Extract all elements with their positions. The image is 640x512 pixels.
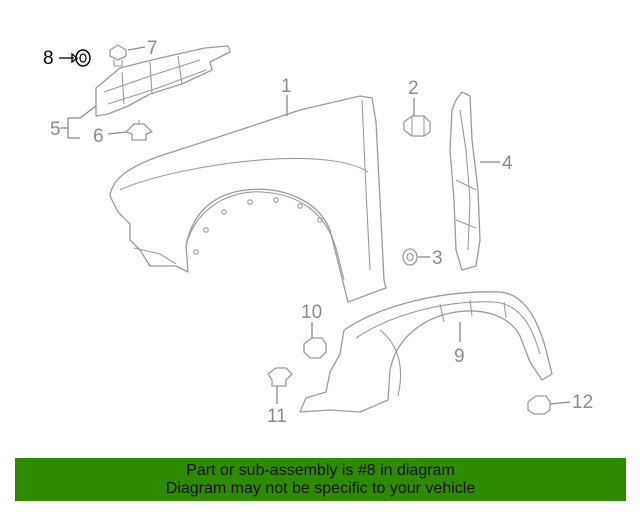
clip-11-part[interactable] (267, 367, 293, 387)
leader-lines (59, 46, 571, 405)
clip-7-part[interactable] (109, 44, 127, 67)
clip-12-part[interactable] (527, 395, 551, 415)
info-banner: Part or sub-assembly is #8 in diagram Di… (15, 458, 626, 501)
callout-12[interactable]: 12 (572, 392, 593, 413)
bolt-2-part[interactable] (403, 115, 431, 137)
callout-5[interactable]: 5 (50, 119, 61, 140)
fender-bracket-part[interactable] (95, 45, 231, 117)
fender-seal-part[interactable] (449, 91, 481, 271)
fender-part[interactable] (109, 95, 387, 303)
callout-6[interactable]: 6 (93, 126, 104, 147)
callout-8[interactable]: 8 (43, 48, 54, 69)
callout-2[interactable]: 2 (408, 78, 419, 99)
banner-line-part-number: Part or sub-assembly is #8 in diagram (186, 461, 455, 479)
callout-7[interactable]: 7 (147, 38, 158, 59)
banner-line-disclaimer: Diagram may not be specific to your vehi… (165, 479, 476, 497)
clip-6-part[interactable] (125, 120, 153, 141)
callout-4[interactable]: 4 (502, 153, 513, 174)
washer-3-part[interactable] (402, 248, 418, 266)
exploded-parts-diagram: 8 7 1 2 4 3 5 6 9 10 11 12 (43, 38, 593, 427)
callout-10[interactable]: 10 (301, 302, 322, 323)
clip-10-part[interactable] (303, 337, 327, 359)
callout-11[interactable]: 11 (267, 406, 287, 427)
fender-liner-part[interactable] (299, 291, 553, 413)
callout-9[interactable]: 9 (454, 346, 465, 367)
nut-8-part[interactable] (75, 49, 91, 67)
callout-1[interactable]: 1 (281, 76, 292, 97)
callout-3[interactable]: 3 (432, 248, 443, 269)
